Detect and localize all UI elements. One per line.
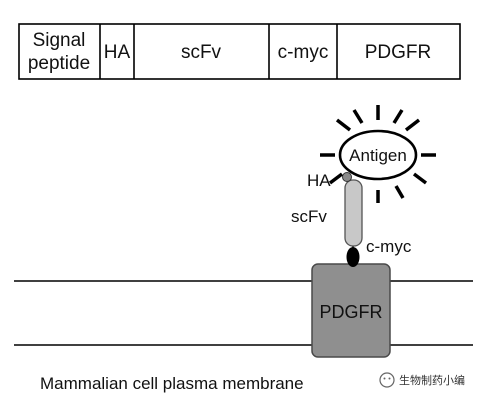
construct-bar: Signal peptide HA scFv c-myc PDGFR xyxy=(18,23,461,80)
segment-c-myc: c-myc xyxy=(278,42,329,63)
construct-bar-outline xyxy=(18,23,461,80)
segment-signal-peptide-line1: Signal xyxy=(33,30,86,51)
pdgfr-label: PDGFR xyxy=(320,302,383,322)
scfv-domain xyxy=(344,179,363,247)
cmyc-tag xyxy=(346,247,360,267)
watermark-logo: 生物制药小编 xyxy=(379,372,465,388)
segment-signal-peptide-line2: peptide xyxy=(28,53,90,74)
antigen-label: Antigen xyxy=(349,146,407,165)
segment-ha: HA xyxy=(104,42,131,63)
ha-tag xyxy=(342,172,352,182)
ha-label: HA xyxy=(307,171,331,190)
membrane-caption: Mammalian cell plasma membrane xyxy=(40,374,304,393)
segment-pdgfr: PDGFR xyxy=(365,42,432,63)
antigen xyxy=(338,129,418,181)
antigen-rays xyxy=(320,105,436,203)
watermark-icon xyxy=(379,372,395,388)
cmyc-label: c-myc xyxy=(366,237,412,256)
segment-scfv: scFv xyxy=(181,42,222,63)
scfv-label: scFv xyxy=(291,207,327,226)
watermark-text: 生物制药小编 xyxy=(399,373,465,387)
